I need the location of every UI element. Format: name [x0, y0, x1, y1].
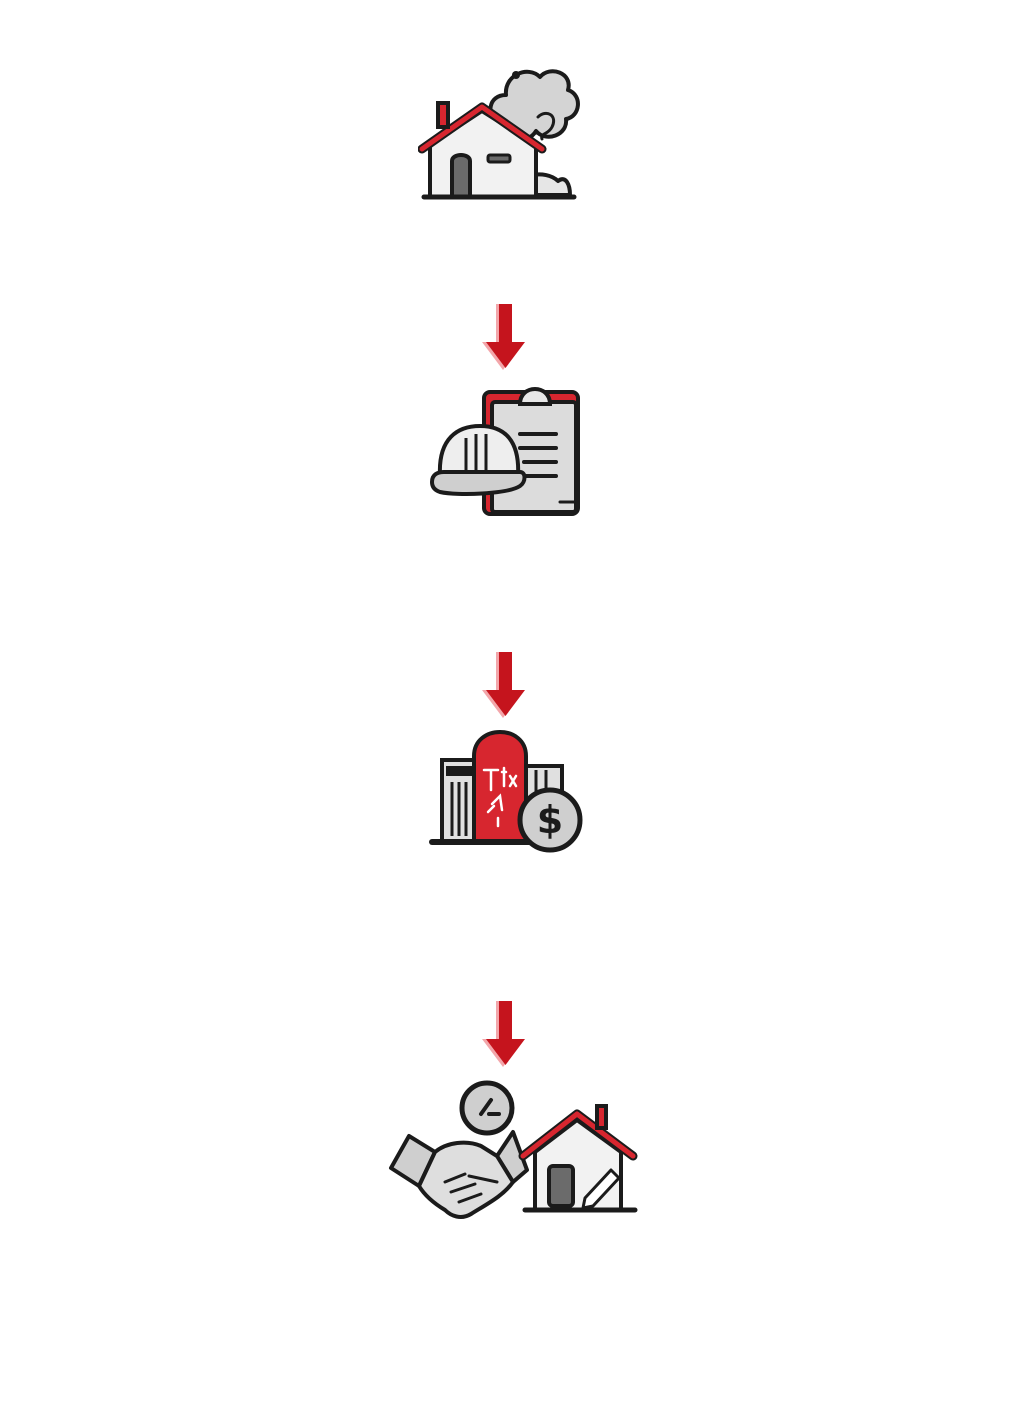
down-arrow-icon	[482, 304, 525, 370]
funding-building-dollar-icon: $	[429, 730, 583, 853]
settlement-handshake-house-icon	[389, 1080, 638, 1219]
inspection-clipboard-hardhat-icon	[430, 387, 580, 516]
down-arrow-icon	[482, 1001, 525, 1067]
house-damage-icon	[418, 69, 580, 200]
down-arrow-icon	[482, 652, 525, 718]
svg-text:$: $	[537, 798, 563, 842]
